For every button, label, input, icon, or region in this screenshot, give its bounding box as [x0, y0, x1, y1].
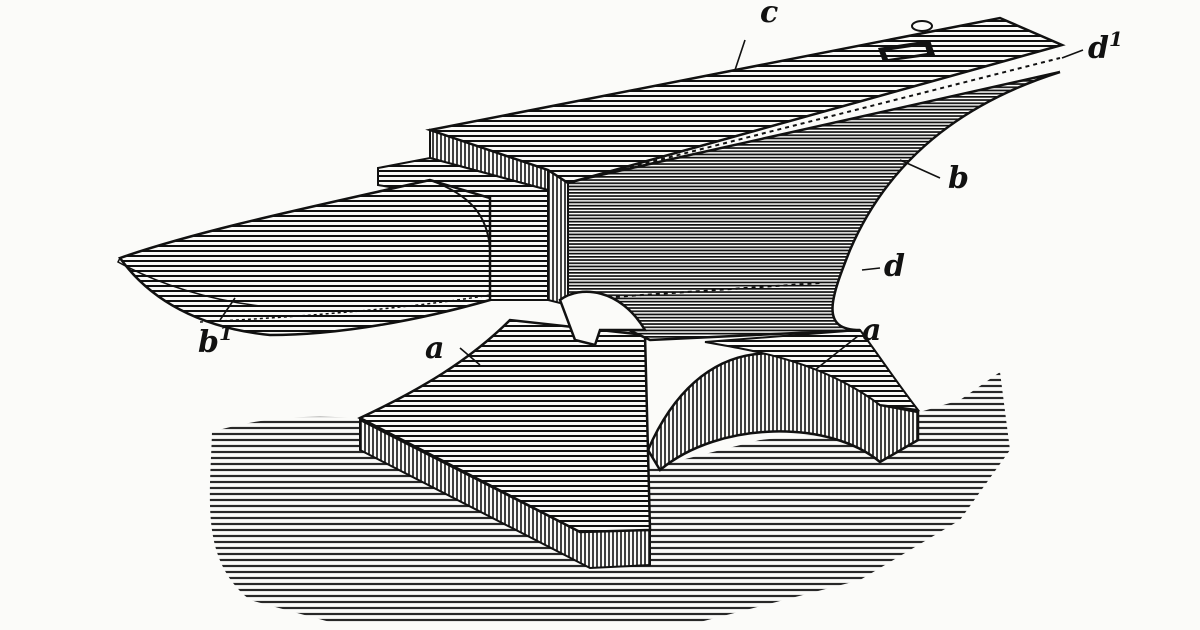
- label-d1: d1: [1088, 27, 1123, 66]
- label-b1: b1: [198, 321, 233, 360]
- label-a-right: a: [862, 313, 881, 348]
- label-d: d: [884, 249, 905, 284]
- anvil-horn: [118, 180, 490, 335]
- label-c: c: [760, 0, 778, 30]
- label-a-left: a: [425, 331, 444, 366]
- pritchel-hole: [912, 21, 932, 31]
- label-b: b: [948, 161, 969, 196]
